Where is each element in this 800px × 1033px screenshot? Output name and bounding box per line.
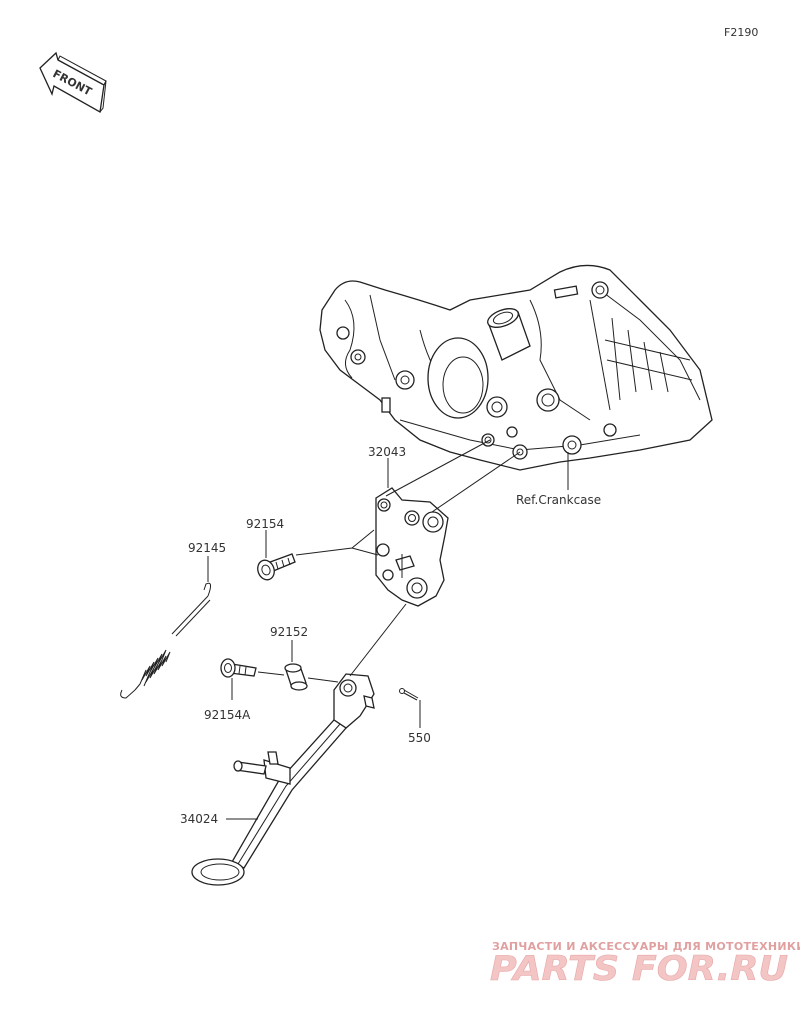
watermark-tagline: ЗАПЧАСТИ И АКСЕССУАРЫ ДЛЯ МОТОТЕХНИКИ: [492, 940, 800, 953]
side-stand-bracket: [375, 487, 449, 607]
callout-92154a: 92154A: [204, 708, 251, 722]
cotter-pin-550: [399, 688, 419, 701]
callout-550: 550: [408, 731, 431, 745]
callout-32043: 32043: [368, 445, 406, 459]
bolt-92154a: [220, 658, 257, 678]
watermark-logo: PARTS FOR.RU: [490, 949, 788, 989]
callout-92145: 92145: [188, 541, 226, 555]
ref-crankcase-label: Ref.Crankcase: [516, 493, 601, 507]
callout-34024: 34024: [180, 812, 218, 826]
callout-92152: 92152: [270, 625, 308, 639]
crankcase-reference: [319, 264, 713, 471]
collar-92152: [284, 663, 308, 691]
side-stand-34024: [191, 673, 375, 886]
spring-92145: [120, 582, 212, 699]
bolt-92154a-axis-line: [257, 671, 339, 683]
watermark: ЗАПЧАСТИ И АКСЕССУАРЫ ДЛЯ МОТОТЕХНИКИ PA…: [490, 940, 800, 989]
bracket-mount-line-lower: [431, 451, 521, 513]
callout-92154: 92154: [246, 517, 284, 531]
figure-code: F2190: [724, 26, 758, 39]
bolt-92154-mount-line: [295, 529, 379, 556]
stand-to-bracket-line: [349, 603, 407, 677]
bolt-92154: [257, 553, 296, 581]
bracket-mount-line-upper: [385, 439, 491, 497]
front-direction-arrow-icon: FRONT: [39, 51, 107, 114]
